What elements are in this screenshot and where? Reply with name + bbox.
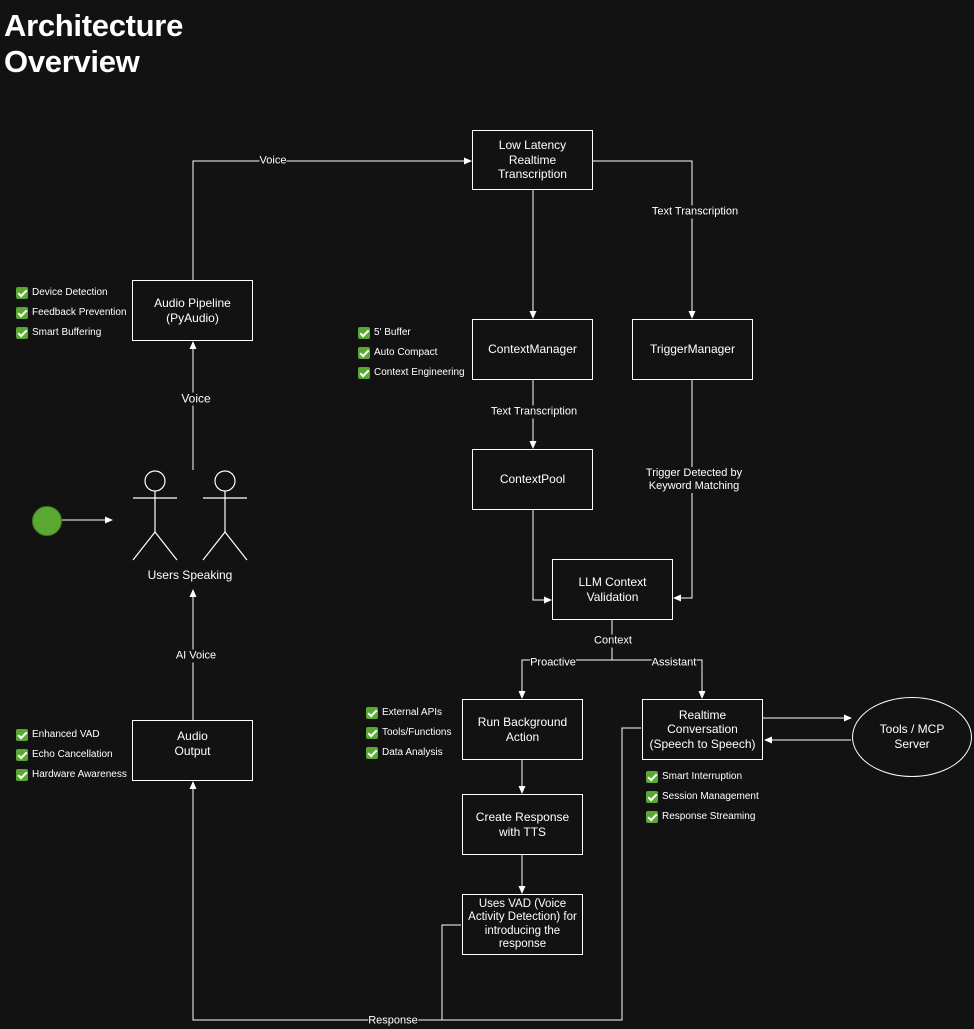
check-icon <box>366 727 378 739</box>
node-uses-vad[interactable]: Uses VAD (Voice Activity Detection) for … <box>462 894 583 955</box>
feature-item: Smart Buffering <box>16 323 127 343</box>
feature-item: Data Analysis <box>366 743 451 763</box>
label-voice-top: Voice <box>259 154 287 168</box>
label-text-transcription-mid: Text Transcription <box>490 405 578 419</box>
check-icon <box>366 707 378 719</box>
page-title: Architecture Overview <box>4 8 184 79</box>
feature-item: Context Engineering <box>358 363 465 383</box>
node-audio-pipeline[interactable]: Audio Pipeline (PyAudio) <box>132 280 253 341</box>
label-response: Response <box>368 1014 418 1028</box>
check-icon <box>646 811 658 823</box>
actor-icon-left <box>132 470 178 561</box>
label-proactive: Proactive <box>530 656 576 670</box>
feature-item: 5' Buffer <box>358 323 465 343</box>
node-context-manager[interactable]: ContextManager <box>472 319 593 380</box>
node-llm-validation[interactable]: LLM Context Validation <box>552 559 673 620</box>
node-context-pool[interactable]: ContextPool <box>472 449 593 510</box>
edge-vad-response <box>189 781 461 1021</box>
feature-item: Auto Compact <box>358 343 465 363</box>
node-audio-output[interactable]: Audio Output <box>132 720 253 781</box>
check-icon <box>358 347 370 359</box>
feature-item: Device Detection <box>16 283 127 303</box>
feature-item: Feedback Prevention <box>16 303 127 323</box>
node-transcription[interactable]: Low Latency Realtime Transcription <box>472 130 593 190</box>
edge-trigger-validation <box>673 380 693 602</box>
feature-item: External APIs <box>366 703 451 723</box>
check-icon <box>16 749 28 761</box>
edge-assistant <box>612 659 706 699</box>
edge-voice-top <box>192 157 472 280</box>
check-icon <box>358 327 370 339</box>
feature-item: Response Streaming <box>646 807 759 827</box>
label-trigger-detected: Trigger Detected by Keyword Matching <box>638 467 750 493</box>
features-context-manager: 5' Buffer Auto Compact Context Engineeri… <box>358 323 465 383</box>
feature-item: Smart Interruption <box>646 767 759 787</box>
check-icon <box>646 771 658 783</box>
check-icon <box>16 729 28 741</box>
node-create-response[interactable]: Create Response with TTS <box>462 794 583 855</box>
users-speaking-label: Users Speaking <box>147 568 233 582</box>
feature-item: Hardware Awareness <box>16 765 127 785</box>
node-background-action[interactable]: Run Background Action <box>462 699 583 760</box>
feature-item: Session Management <box>646 787 759 807</box>
label-text-transcription-right: Text Transcription <box>651 205 739 219</box>
check-icon <box>358 367 370 379</box>
feature-item: Echo Cancellation <box>16 745 127 765</box>
feature-item: Enhanced VAD <box>16 725 127 745</box>
check-icon <box>16 307 28 319</box>
actor-icon-right <box>202 470 248 561</box>
start-node[interactable] <box>32 506 62 536</box>
node-trigger-manager[interactable]: TriggerManager <box>632 319 753 380</box>
check-icon <box>16 327 28 339</box>
feature-item: Tools/Functions <box>366 723 451 743</box>
label-ai-voice: AI Voice <box>175 649 217 663</box>
check-icon <box>16 769 28 781</box>
label-assistant: Assistant <box>651 656 697 670</box>
node-realtime-conversation[interactable]: Realtime Conversation (Speech to Speech) <box>642 699 763 760</box>
check-icon <box>646 791 658 803</box>
features-audio-pipeline: Device Detection Feedback Prevention Sma… <box>16 283 127 343</box>
label-voice-pipeline: Voice <box>181 391 211 406</box>
features-audio-output: Enhanced VAD Echo Cancellation Hardware … <box>16 725 127 785</box>
edge-proactive <box>518 659 612 699</box>
edge-pool-validation <box>532 510 552 604</box>
features-realtime-conversation: Smart Interruption Session Management Re… <box>646 767 759 827</box>
edge-text-transcription-right <box>593 160 696 319</box>
features-background-action: External APIs Tools/Functions Data Analy… <box>366 703 451 763</box>
check-icon <box>366 747 378 759</box>
check-icon <box>16 287 28 299</box>
edge-conversation-response <box>442 727 641 1021</box>
node-tools-server[interactable]: Tools / MCP Server <box>852 697 972 777</box>
label-context: Context <box>594 634 632 648</box>
